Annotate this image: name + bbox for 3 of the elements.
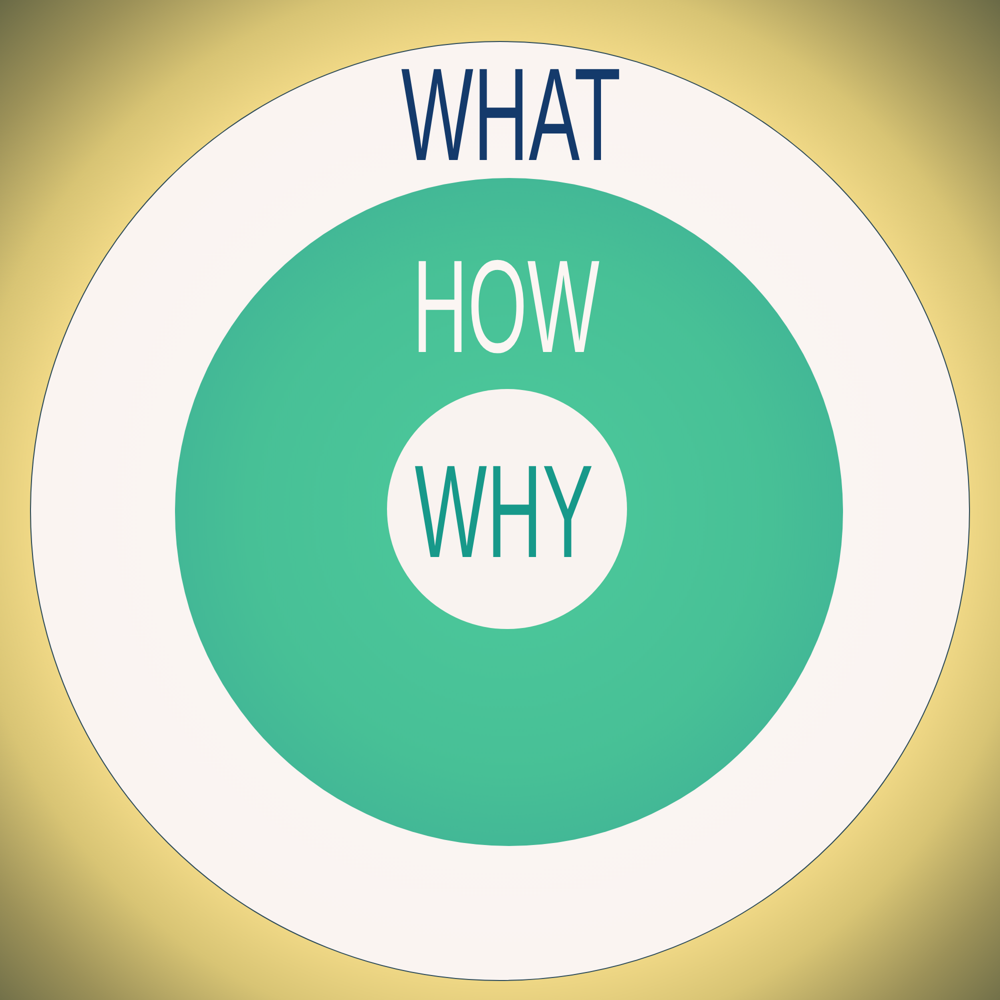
- outer-circle-label: WHAT: [401, 62, 621, 168]
- middle-circle-label: HOW: [412, 254, 600, 360]
- inner-circle-label: WHY: [414, 459, 594, 566]
